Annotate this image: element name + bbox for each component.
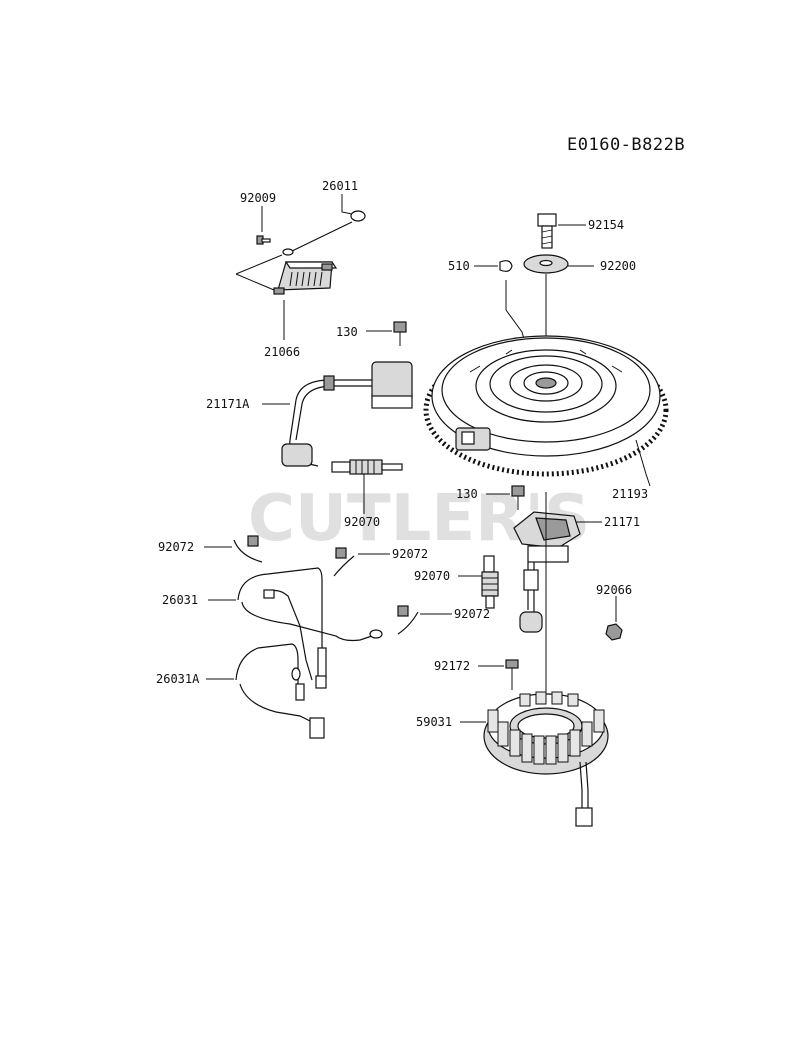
bolt-130-lower[interactable] <box>511 485 525 510</box>
ignition-coil-21171A[interactable] <box>281 361 413 467</box>
ignition-coil-21171[interactable] <box>513 511 581 633</box>
diagram-code: E0160-B822B <box>567 135 685 155</box>
callout-92070-left: 92070 <box>344 515 380 529</box>
callout-26031A: 26031A <box>156 672 200 686</box>
bolt-92154[interactable] <box>537 213 557 249</box>
callout-21171A: 21171A <box>206 397 250 411</box>
callout-92200: 92200 <box>600 259 636 273</box>
flywheel-21193[interactable] <box>423 335 669 477</box>
callout-130-lower: 130 <box>456 487 478 501</box>
bolt-130-upper[interactable] <box>393 321 407 346</box>
wiring-harness-26031A[interactable] <box>235 643 325 739</box>
callout-21193: 21193 <box>612 487 648 501</box>
callout-92070-right: 92070 <box>414 569 450 583</box>
wiring-harness-26031[interactable] <box>237 567 383 689</box>
callout-510: 510 <box>448 259 470 273</box>
callout-92072-lower: 92072 <box>454 607 490 621</box>
callout-26031: 26031 <box>162 593 198 607</box>
screw-92009[interactable] <box>256 235 271 245</box>
callout-92072-upper-right: 92072 <box>392 547 428 561</box>
callout-92066: 92066 <box>596 583 632 597</box>
callout-92172: 92172 <box>434 659 470 673</box>
spark-plug-92070-right[interactable] <box>481 555 499 609</box>
ground-lead-26011[interactable] <box>282 210 366 256</box>
callout-92154: 92154 <box>588 218 624 232</box>
nut-92066[interactable] <box>605 623 623 641</box>
clip-92072-upper-left[interactable] <box>233 535 263 563</box>
callout-92072-upper-left: 92072 <box>158 540 194 554</box>
washer-92200[interactable] <box>523 254 569 274</box>
callout-59031: 59031 <box>416 715 452 729</box>
callout-21066: 21066 <box>264 345 300 359</box>
callout-92009: 92009 <box>240 191 276 205</box>
clip-92072-lower[interactable] <box>397 605 419 635</box>
regulator-21066[interactable] <box>273 261 338 295</box>
clip-92072-upper-right[interactable] <box>333 547 355 577</box>
callout-130-upper: 130 <box>336 325 358 339</box>
screw-92172[interactable] <box>505 659 519 690</box>
spark-plug-92070-left[interactable] <box>331 459 403 475</box>
key-510[interactable] <box>499 260 513 272</box>
callout-21171: 21171 <box>604 515 640 529</box>
stator-59031[interactable] <box>483 691 609 827</box>
callout-26011: 26011 <box>322 179 358 193</box>
